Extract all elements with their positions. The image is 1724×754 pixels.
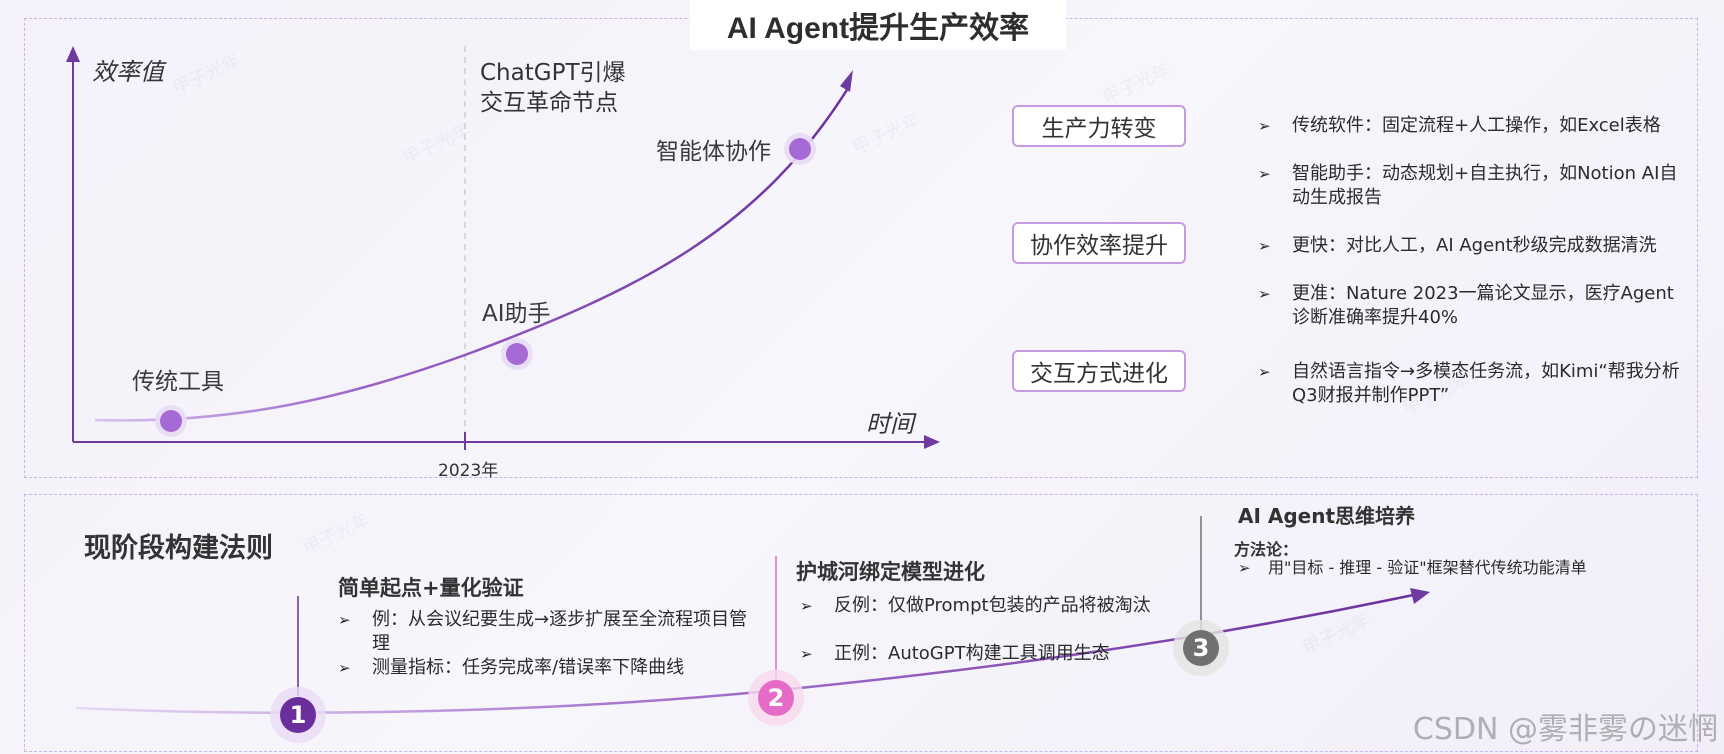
shift-badge: 协作效率提升 bbox=[1012, 222, 1186, 264]
shift-badge: 交互方式进化 bbox=[1012, 350, 1186, 392]
step-point: ➢用"目标 - 推理 - 验证"框架替代传统功能清单 bbox=[1238, 556, 1688, 580]
bullet-arrow-icon: ➢ bbox=[1258, 117, 1271, 135]
y-axis-arrow bbox=[66, 46, 80, 62]
bullet-arrow-icon: ➢ bbox=[800, 597, 813, 615]
bottom-panel bbox=[24, 494, 1698, 752]
stage-marker bbox=[789, 138, 811, 160]
x-tick-label: 2023年 bbox=[438, 461, 499, 481]
curve-arrow bbox=[840, 70, 853, 92]
stage-marker bbox=[506, 343, 528, 365]
bullet-arrow-icon: ➢ bbox=[1258, 165, 1271, 183]
page-title: AI Agent提升生产效率 bbox=[690, 0, 1066, 50]
step-title: 护城河绑定模型进化 bbox=[796, 560, 985, 584]
bullet-arrow-icon: ➢ bbox=[1258, 285, 1271, 303]
step-point: ➢正例：AutoGPT构建工具调用生态 bbox=[800, 643, 1110, 664]
step-number-badge: 3 bbox=[1183, 630, 1219, 666]
step-point: ➢反例：仅做Prompt包装的产品将被淘汰 bbox=[800, 595, 1151, 616]
shift-point: ➢更快：对比人工，AI Agent秒级完成数据清洗 bbox=[1258, 235, 1657, 256]
step-point: ➢测量指标：任务完成率/错误率下降曲线 bbox=[338, 657, 685, 678]
x-axis-arrow bbox=[924, 435, 940, 449]
step-number-badge: 2 bbox=[758, 680, 794, 716]
step-title: 简单起点+量化验证 bbox=[338, 576, 524, 600]
shift-point: ➢更准：Nature 2023一篇论文显示，医疗Agent诊断准确率提升40% bbox=[1258, 283, 1674, 328]
divider-label: ChatGPT引爆 交互革命节点 bbox=[480, 60, 626, 116]
section-heading: 现阶段构建法则 bbox=[84, 533, 273, 564]
shift-point: ➢智能助手：动态规划+自主执行，如Notion AI自动生成报告 bbox=[1258, 163, 1678, 208]
shift-point: ➢传统软件：固定流程+人工操作，如Excel表格 bbox=[1258, 115, 1661, 136]
step-number-badge: 1 bbox=[280, 697, 316, 733]
growth-curve bbox=[94, 84, 852, 422]
footer-credit: CSDN @雾非雾の迷惘 bbox=[1412, 712, 1718, 747]
stage-label: 智能体协作 bbox=[656, 139, 771, 165]
stage-label: AI助手 bbox=[482, 301, 551, 327]
bullet-arrow-icon: ➢ bbox=[1258, 363, 1271, 381]
step-point: ➢例：从会议纪要生成→逐步扩展至全流程项目管理 bbox=[338, 609, 748, 654]
shift-point: ➢自然语言指令→多模态任务流，如Kimi“帮我分析Q3财报并制作PPT” bbox=[1258, 361, 1680, 406]
bullet-arrow-icon: ➢ bbox=[338, 611, 351, 629]
x-axis-label: 时间 bbox=[866, 410, 914, 438]
y-axis-label: 效率值 bbox=[92, 58, 164, 86]
shift-badge: 生产力转变 bbox=[1012, 105, 1186, 147]
step-title: AI Agent思维培养 bbox=[1238, 504, 1416, 528]
bullet-arrow-icon: ➢ bbox=[800, 645, 813, 663]
stage-label: 传统工具 bbox=[132, 369, 224, 395]
stage-marker bbox=[160, 410, 182, 432]
bottom-curve-arrow bbox=[1410, 588, 1430, 604]
bullet-arrow-icon: ➢ bbox=[1238, 559, 1251, 577]
bullet-arrow-icon: ➢ bbox=[1258, 237, 1271, 255]
step-subtitle: 方法论： bbox=[1234, 540, 1299, 559]
bullet-arrow-icon: ➢ bbox=[338, 659, 351, 677]
